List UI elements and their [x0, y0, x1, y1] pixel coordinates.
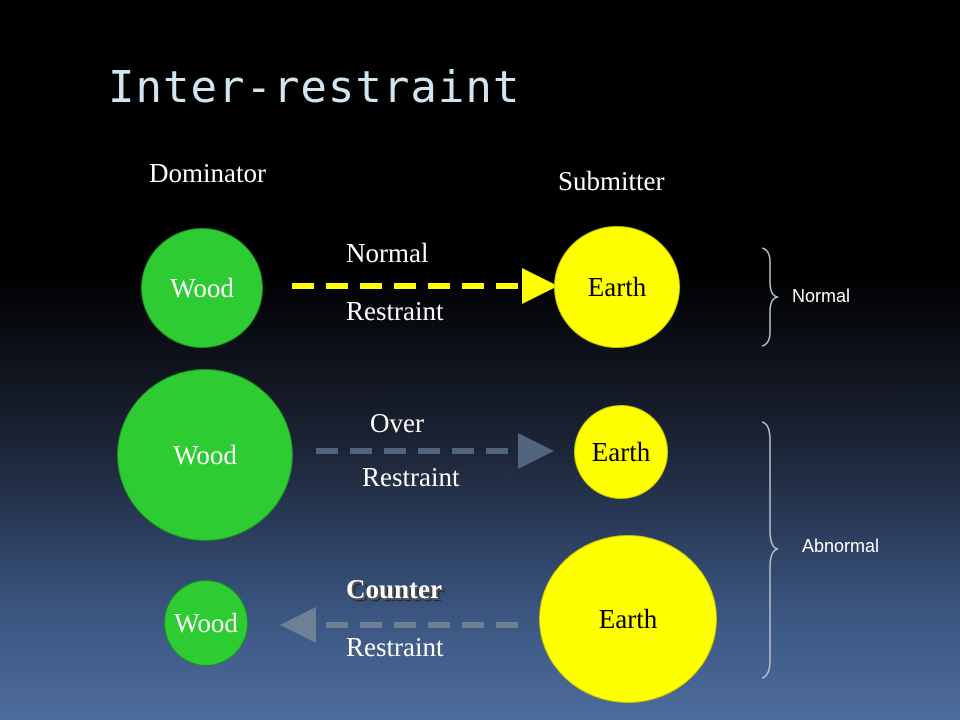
over-restraint-label: Restraint — [362, 462, 460, 492]
over-label: Over — [370, 408, 424, 438]
earth-circle-over: Earth — [574, 405, 668, 499]
wood-circle-normal: Wood — [141, 228, 263, 348]
normal-bracket — [761, 247, 779, 347]
wood-circle-over: Wood — [117, 369, 293, 541]
abnormal-bracket — [761, 421, 779, 679]
normal-group-label: Normal — [792, 286, 851, 306]
earth-circle-counter: Earth — [539, 535, 717, 703]
counter-restraint-label: Restraint — [346, 632, 444, 662]
normal-restraint-label: Restraint — [346, 296, 444, 326]
normal-label: Normal — [346, 238, 429, 268]
wood-circle-counter: Wood — [164, 580, 248, 666]
counter-label: Counter — [346, 574, 442, 604]
dominator-header: Dominator — [149, 158, 266, 188]
submitter-header: Submitter — [558, 166, 665, 196]
page-title: Inter-restraint — [108, 62, 521, 113]
earth-circle-normal: Earth — [554, 226, 680, 348]
abnormal-group-label: Abnormal — [802, 536, 880, 556]
